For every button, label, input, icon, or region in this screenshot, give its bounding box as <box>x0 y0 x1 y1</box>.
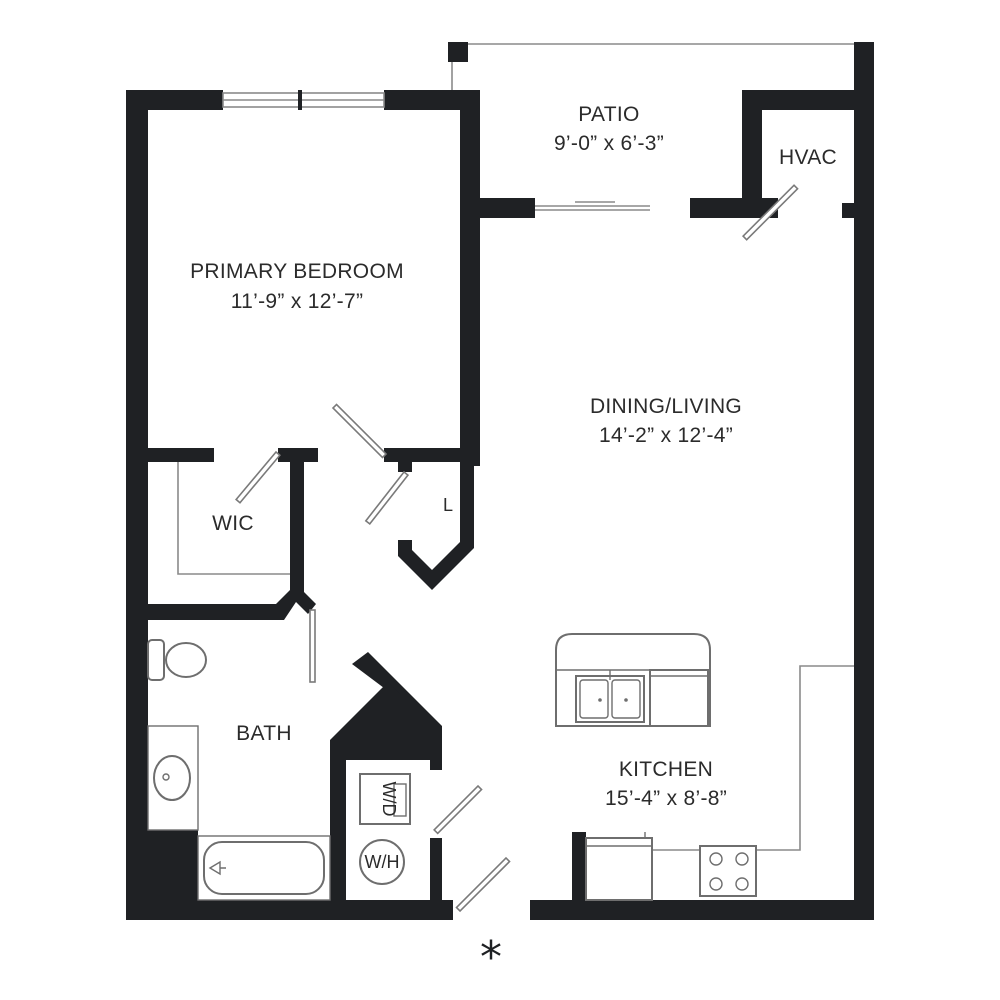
hvac-door <box>741 184 799 241</box>
doors <box>235 184 799 913</box>
kitchen-dims: 15’-4” x 8’-8” <box>605 787 727 810</box>
closet-door <box>433 784 483 835</box>
entry-door <box>455 856 511 913</box>
water-heater-label: W/H <box>365 852 400 872</box>
living-label: DINING/LIVING <box>590 395 742 418</box>
bathtub-icon <box>197 835 331 901</box>
bedroom-dims: 11’-9” x 12’-7” <box>231 290 364 313</box>
linen-door <box>364 470 410 526</box>
dishwasher-icon <box>649 669 709 727</box>
washer-dryer-label: W/D <box>379 782 399 817</box>
bedroom-label: PRIMARY BEDROOM <box>190 260 404 283</box>
refrigerator-icon <box>585 832 653 901</box>
hvac-label: HVAC <box>779 146 837 169</box>
washer-dryer-icon <box>359 773 411 825</box>
bath-label: BATH <box>236 722 292 745</box>
toilet-icon <box>147 639 207 681</box>
patio-label: PATIO <box>578 103 639 126</box>
entry-marker: * <box>480 932 502 983</box>
windows-and-outlines <box>177 43 854 851</box>
wic-door <box>235 450 281 504</box>
kitchen-label: KITCHEN <box>619 758 713 781</box>
water-heater-icon <box>359 839 405 885</box>
patio-dims: 9’-0” x 6’-3” <box>554 132 664 155</box>
kitchen-sink-icon <box>575 670 645 723</box>
linen-label: L <box>443 495 453 515</box>
walls <box>126 42 874 920</box>
wic-label: WIC <box>212 512 254 535</box>
bath-door <box>309 609 316 683</box>
sink-icon <box>147 725 199 831</box>
living-dims: 14’-2” x 12’-4” <box>599 424 733 447</box>
stove-icon <box>699 845 757 897</box>
room-labels: PATIO 9’-0” x 6’-3” HVAC PRIMARY BEDROOM… <box>190 103 837 983</box>
bedroom-door <box>331 403 388 459</box>
fixtures <box>147 633 757 901</box>
